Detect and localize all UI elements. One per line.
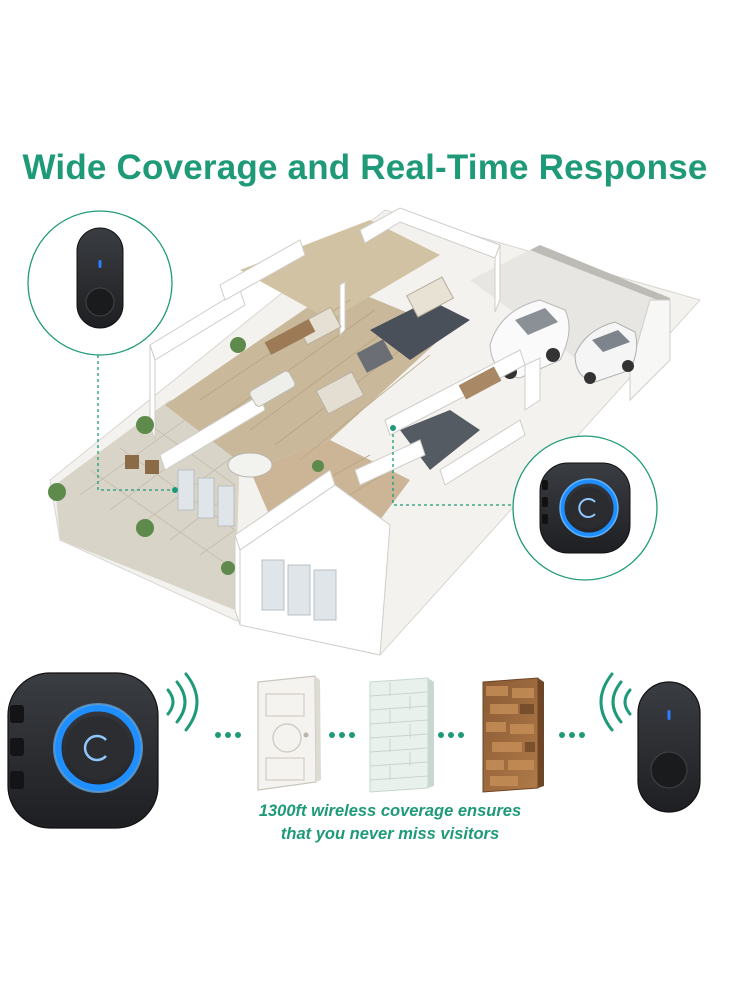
- wifi-signal-icon: [166, 672, 199, 732]
- door-icon: [257, 675, 321, 791]
- doorbell-button-callout: [27, 210, 173, 356]
- wifi-signal-icon-right: [599, 672, 632, 732]
- doorbell-button-large: [637, 681, 701, 813]
- page-title: Wide Coverage and Real-Time Response: [22, 148, 708, 187]
- coverage-caption: 1300ft wireless coverage ensures that yo…: [230, 800, 550, 846]
- brick-wall-icon: [369, 677, 434, 793]
- wood-wall-icon: [482, 677, 544, 793]
- doorbell-button-icon: [76, 227, 124, 329]
- floor-plan-illustration: [48, 207, 701, 656]
- receiver-callout: [512, 435, 658, 581]
- connector-lines: [97, 355, 520, 506]
- distance-dots: [215, 732, 585, 738]
- caption-line-1: 1300ft wireless coverage ensures: [258, 802, 522, 820]
- receiver-chime-large: [7, 672, 159, 829]
- white-suv: [574, 321, 638, 384]
- caption-line-2: that you never miss visitors: [280, 825, 500, 843]
- receiver-chime-icon: [539, 462, 631, 554]
